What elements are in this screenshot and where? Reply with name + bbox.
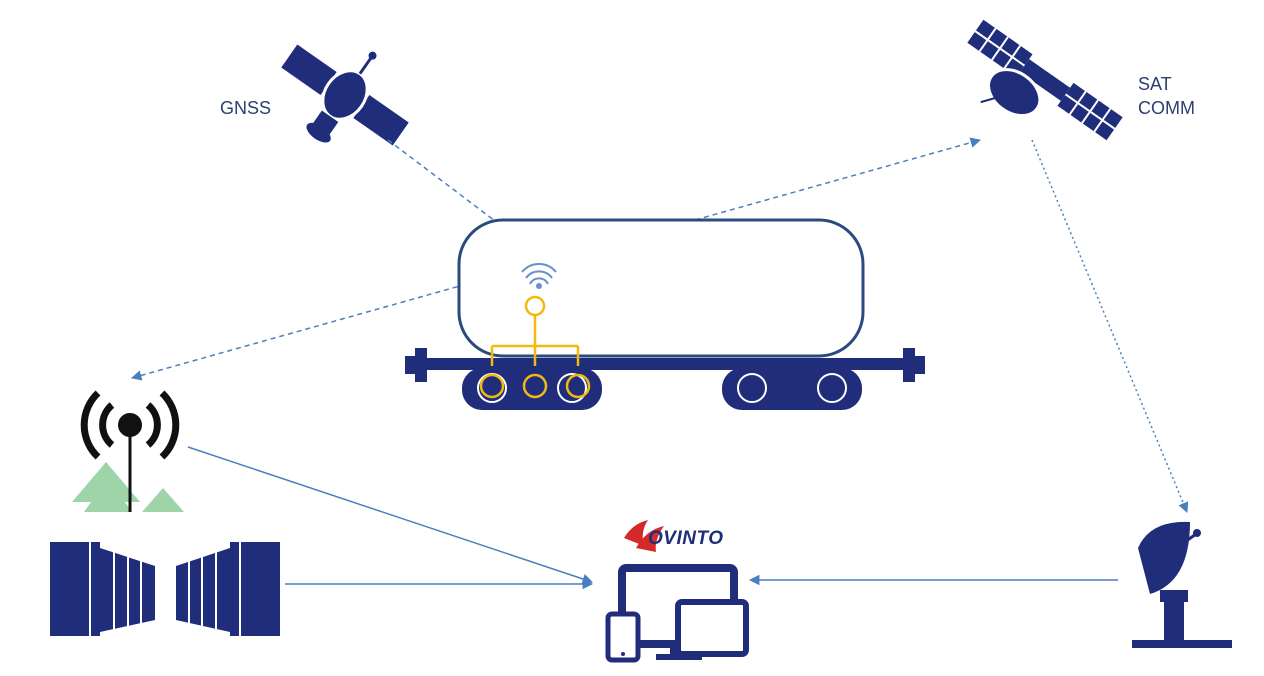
brand-name: OVINTO [648,528,724,549]
gnss-label: GNSS [220,98,272,118]
satcomm-satellite-icon [967,19,1123,141]
wifi-icon [521,262,557,289]
sensor-network [479,295,591,399]
satellite-dish-icon [1132,521,1232,648]
sensor-node [565,373,591,399]
sensor-node [522,373,548,399]
satcomm-label: SAT COMM [1138,72,1195,120]
tank-body [457,218,865,358]
link-tower-to-satcomm [130,137,982,381]
cell-tower-icon [72,390,184,512]
sensor-node [479,373,505,399]
link-tower-to-devices [187,446,593,584]
link-satcomm-to-ground [1031,139,1189,513]
brand-logo: OVINTO [620,512,740,552]
brand-logo-icon [624,520,664,552]
devices-icon [605,564,749,663]
server-rack-icon [50,542,280,636]
railcar [405,218,925,410]
satcomm-label-line2: COMM [1138,98,1195,118]
gnss-satellite-icon [281,44,409,146]
satcomm-label-line1: SAT [1138,74,1172,94]
